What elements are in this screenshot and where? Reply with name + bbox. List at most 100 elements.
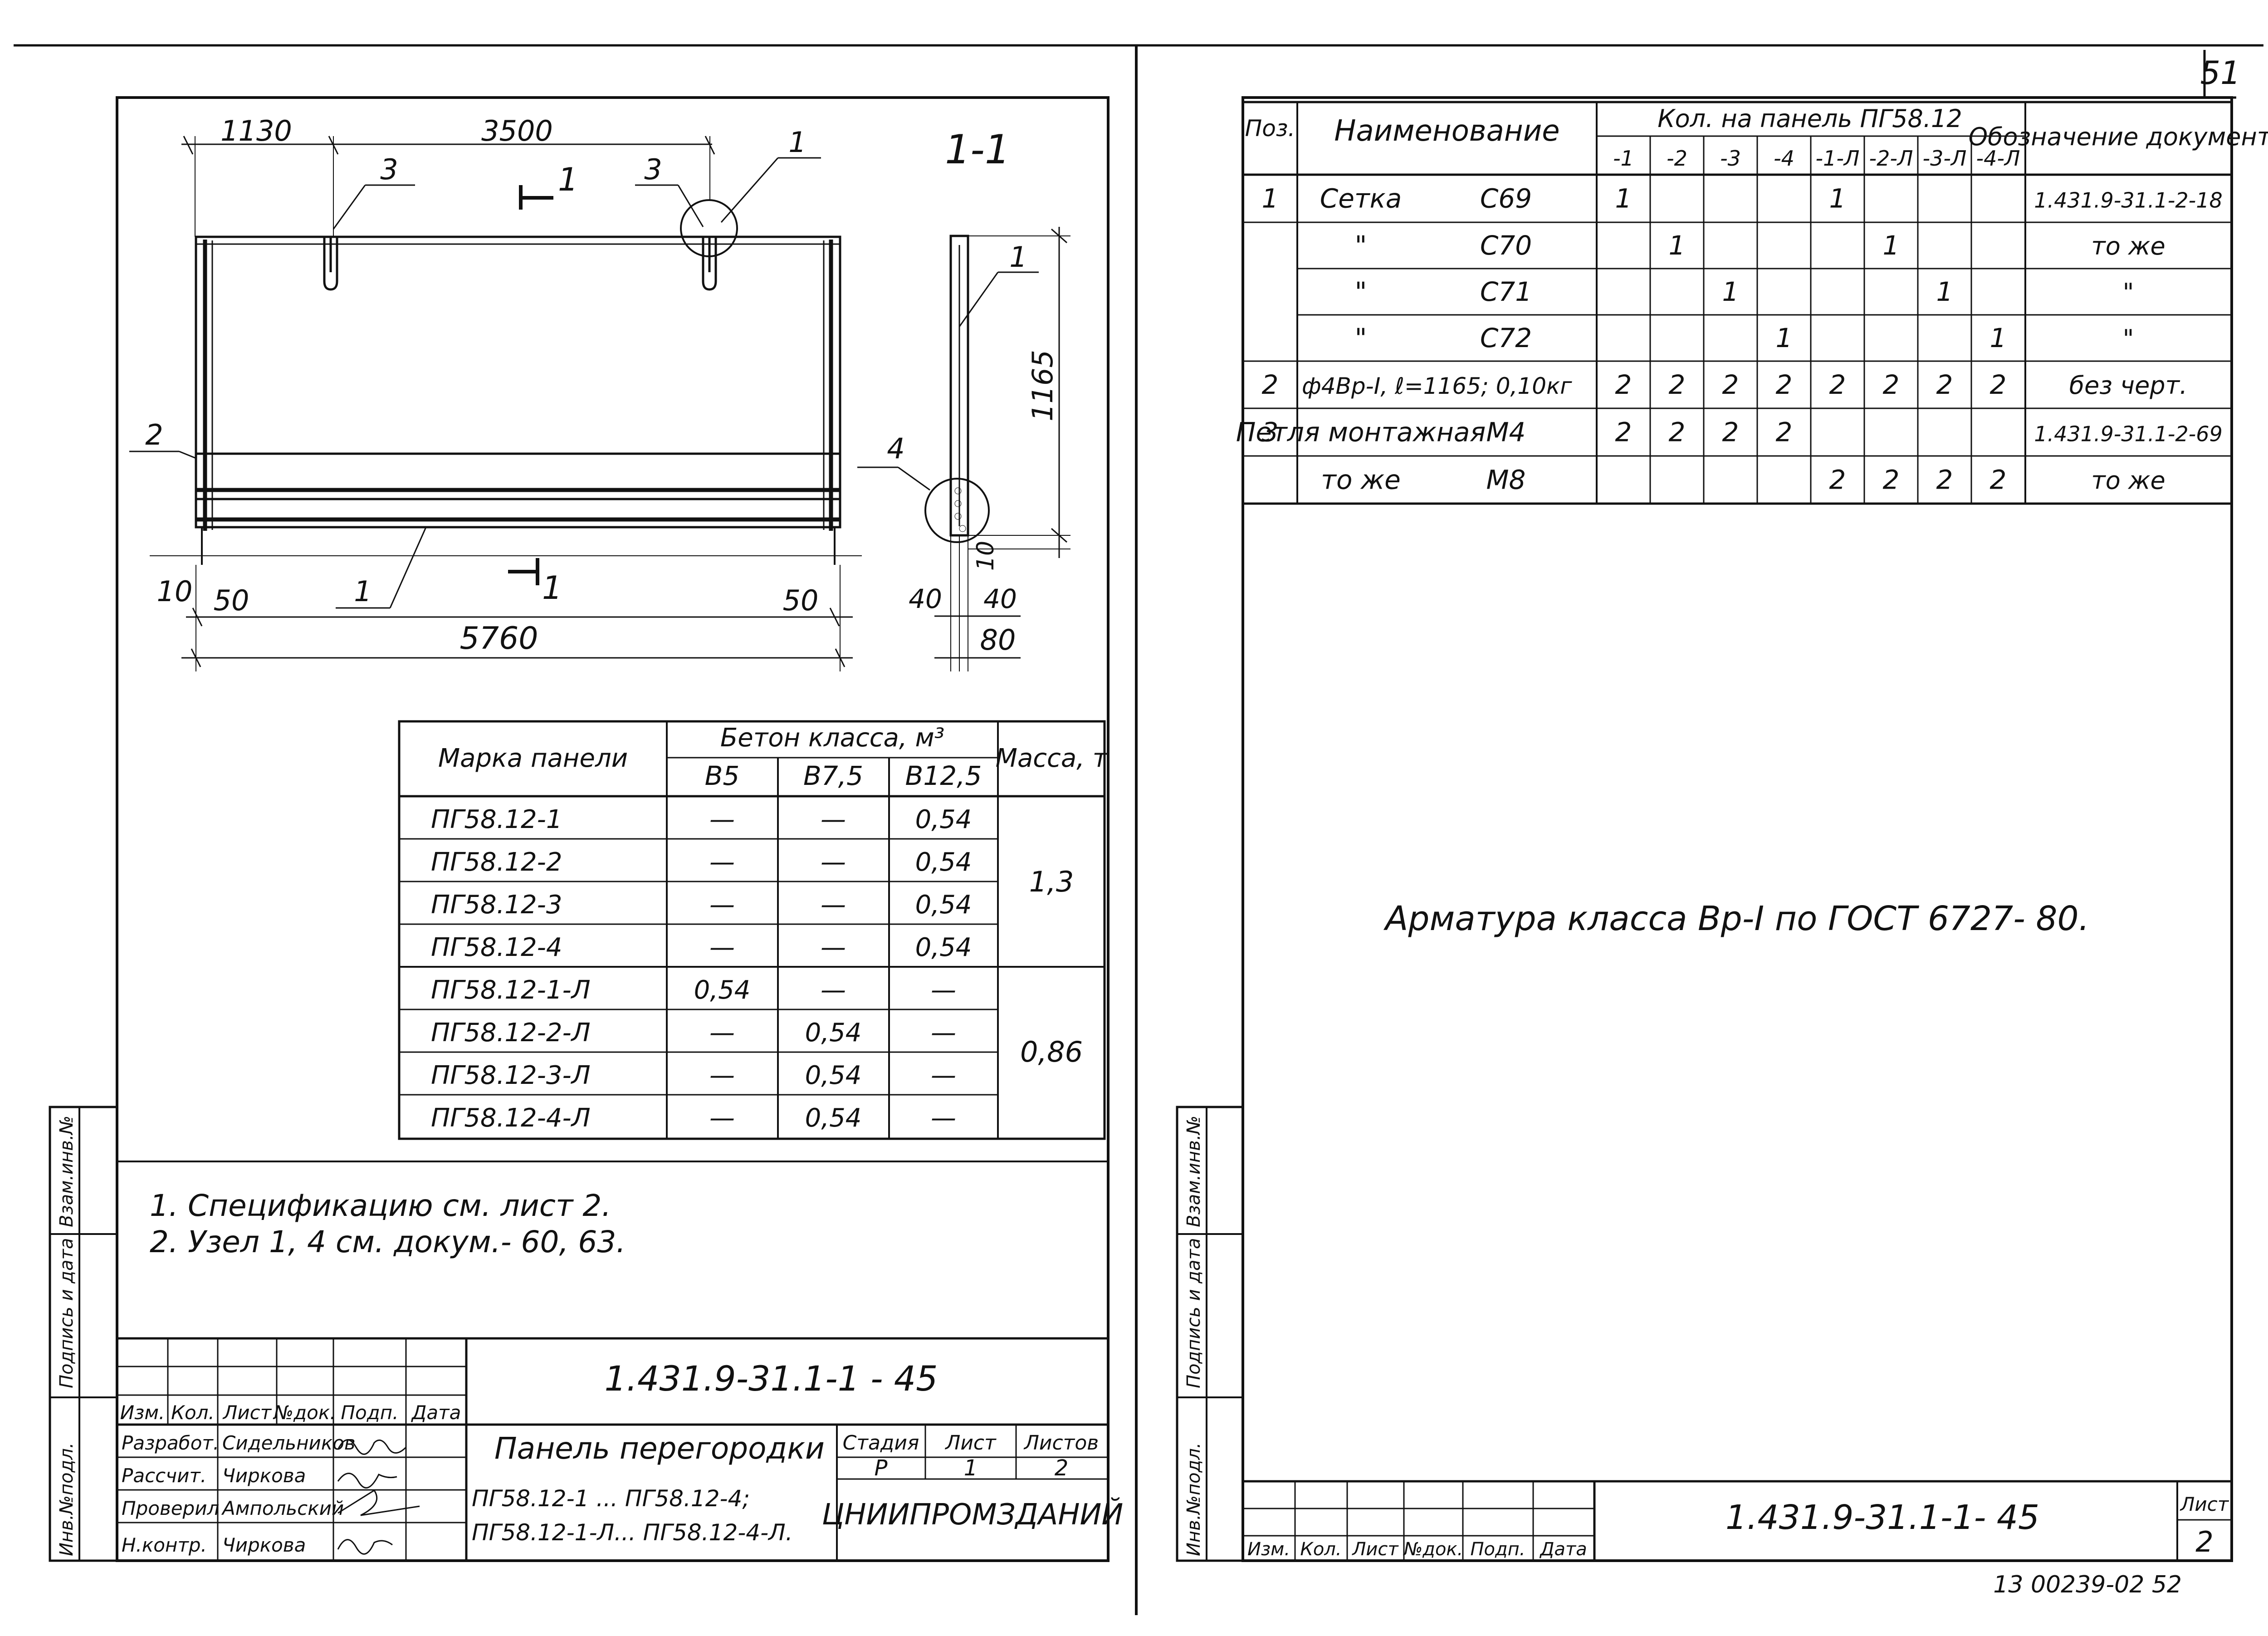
sheet-value: 2 bbox=[2195, 1525, 2213, 1558]
spec-doc: то же bbox=[2091, 232, 2165, 260]
row-b5: — bbox=[709, 1103, 735, 1133]
table-row: ПГ58.12-1-Л 0,54 — — bbox=[431, 975, 956, 1005]
left-title-block: 1.431.9-31.1-1 - 45 Изм. Кол. Лист №док.… bbox=[117, 1337, 1123, 1561]
role-normcontrol: Н.контр. bbox=[122, 1534, 207, 1556]
row-b5: — bbox=[709, 847, 735, 877]
spec-qty: 2 bbox=[1936, 369, 1953, 400]
spec-header-doc: Обозначение документа bbox=[1969, 122, 2268, 151]
side-stamp-replace: Взам.инв.№ bbox=[1183, 1116, 1204, 1227]
dim-tick bbox=[829, 607, 840, 627]
spec-qty: 2 bbox=[1776, 417, 1793, 448]
dim-thickness-left: 40 bbox=[909, 583, 942, 614]
chg-data: Дата bbox=[411, 1401, 461, 1424]
right-sheet-frame bbox=[1242, 96, 2233, 1562]
spec-doc: " bbox=[2123, 278, 2134, 307]
spec-qty: 2 bbox=[1615, 417, 1632, 448]
doc-code: 1.431.9-31.1-1 - 45 bbox=[605, 1358, 938, 1399]
row-b5: — bbox=[709, 805, 735, 834]
row-b125: 0,54 bbox=[915, 805, 972, 834]
dim-thickness-right: 40 bbox=[983, 583, 1017, 614]
corner-page-number: 51 bbox=[2200, 54, 2240, 92]
spec-header-qty: Кол. на панель ПГ58.12 bbox=[1657, 104, 1962, 133]
row-mark: ПГ58.12-2-Л bbox=[431, 1018, 591, 1048]
specification-table: Поз. Наименование Кол. на панель ПГ58.12… bbox=[1243, 101, 2268, 505]
panel-outline bbox=[195, 235, 841, 529]
spec-qty: 1 bbox=[1615, 183, 1632, 214]
class-b125: В12,5 bbox=[905, 760, 982, 791]
chg-izm: Изм. bbox=[1247, 1539, 1290, 1560]
lifting-loop-left bbox=[323, 236, 338, 291]
dim-tick bbox=[835, 648, 846, 667]
callout-mesh-bottom: 1 bbox=[354, 575, 371, 608]
spec-qty: 2 bbox=[1829, 465, 1846, 495]
side-stamp-sign: Подпись и дата bbox=[56, 1238, 77, 1388]
dim-height: 1165 bbox=[1026, 350, 1059, 421]
sheet-header: Лист bbox=[944, 1431, 997, 1455]
stage-value: Р bbox=[875, 1455, 888, 1481]
section-mark-lower-label: 1 bbox=[542, 569, 562, 607]
spec-qty: 1 bbox=[1722, 276, 1739, 307]
leader bbox=[332, 185, 366, 230]
callout-bar: 2 bbox=[145, 418, 163, 451]
spec-qty: 1 bbox=[1990, 323, 2007, 353]
row-b5: — bbox=[709, 933, 735, 962]
row-mark: ПГ58.12-4 bbox=[431, 933, 562, 962]
dim-left-offset: 1130 bbox=[220, 114, 292, 147]
chg-ndoc: №док. bbox=[1403, 1539, 1463, 1560]
leader bbox=[720, 157, 779, 223]
callout-mesh-top: 1 bbox=[788, 126, 806, 159]
left-side-stamp-frame bbox=[49, 1106, 118, 1562]
spec-doc: " bbox=[2123, 324, 2134, 353]
mass-group-1: 1,3 bbox=[1029, 865, 1074, 898]
chg-kol: Кол. bbox=[171, 1401, 215, 1424]
name-calculator: Чиркова bbox=[222, 1465, 306, 1487]
row-b5: — bbox=[709, 1018, 735, 1048]
leader bbox=[677, 185, 704, 227]
callout-loop-left: 3 bbox=[380, 153, 398, 186]
variant-4: -4 bbox=[1774, 146, 1794, 171]
spec-qty: 1 bbox=[1776, 323, 1793, 353]
signature-1 bbox=[337, 1439, 407, 1455]
spec-doc: 1.431.9-31.1-2-69 bbox=[2034, 422, 2223, 446]
class-b75: В7,5 bbox=[803, 760, 863, 791]
spec-qty: 2 bbox=[1936, 465, 1953, 495]
variant-1l: -1-Л bbox=[1815, 146, 1859, 171]
side-stamp-sign: Подпись и дата bbox=[1183, 1238, 1204, 1388]
table-row: ПГ58.12-1 — — 0,54 bbox=[431, 805, 972, 834]
node-1-circle bbox=[680, 199, 738, 257]
spec-name: " bbox=[1355, 276, 1367, 307]
table-row: ПГ58.12-2-Л — 0,54 — bbox=[431, 1018, 956, 1048]
role-developer: Разработ. bbox=[122, 1432, 219, 1454]
spec-name: " bbox=[1355, 230, 1367, 261]
dim-total-length: 5760 bbox=[459, 621, 538, 656]
spec-qty: 2 bbox=[1669, 417, 1686, 448]
note-2: 2. Узел 1, 4 см. докум.- 60, 63. bbox=[150, 1225, 626, 1259]
chg-ndoc: №док. bbox=[273, 1401, 336, 1424]
sheets-header: Листов bbox=[1023, 1431, 1099, 1455]
spec-header-pos: Поз. bbox=[1245, 115, 1295, 142]
row-b125: 0,54 bbox=[915, 847, 972, 877]
spec-code: С72 bbox=[1480, 323, 1532, 353]
signature-3 bbox=[337, 1489, 420, 1516]
dim-end-left: 50 bbox=[214, 584, 249, 617]
left-sheet-frame bbox=[116, 96, 1110, 1562]
role-checker: Проверил bbox=[122, 1497, 219, 1519]
row-b125: — bbox=[931, 1018, 956, 1048]
spec-doc: 1.431.9-31.1-2-18 bbox=[2034, 188, 2223, 213]
right-side-stamp: Инв.№подл. Подпись и дата Взам.инв.№ bbox=[1176, 1106, 1244, 1562]
spec-qty: 1 bbox=[1669, 230, 1686, 261]
section-bar-dot bbox=[954, 513, 962, 520]
chg-list: Лист bbox=[222, 1401, 272, 1424]
concrete-table-frame bbox=[398, 720, 1106, 1140]
spec-pos: 2 bbox=[1262, 369, 1279, 400]
role-calculator: Рассчит. bbox=[122, 1465, 206, 1487]
panel-elevation: 1130 3500 3 3 1 1 1 2 bbox=[129, 114, 862, 671]
row-b125: 0,54 bbox=[915, 890, 972, 920]
spec-code: С70 bbox=[1480, 230, 1532, 261]
header-mass: Масса, т bbox=[996, 744, 1108, 773]
leader bbox=[389, 526, 427, 608]
spec-header-name: Наименование bbox=[1334, 114, 1559, 148]
spec-qty: 2 bbox=[1990, 465, 2007, 495]
